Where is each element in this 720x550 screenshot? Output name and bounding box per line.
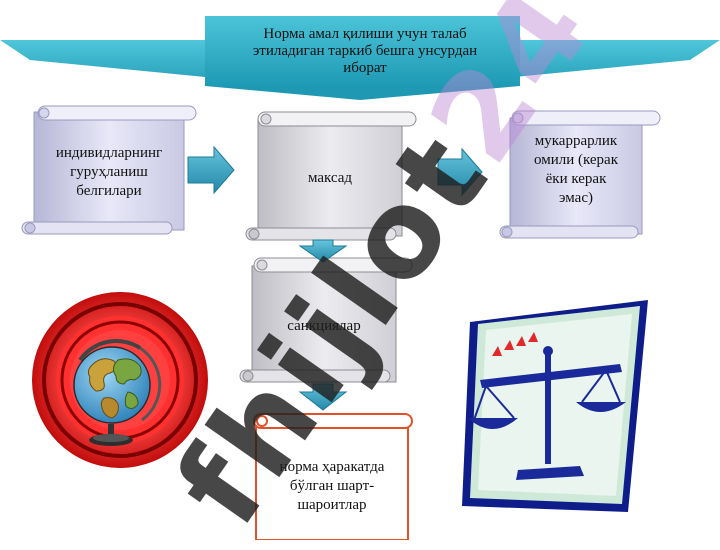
arrow-right-2 — [437, 147, 483, 197]
node-obligation-line-4: эмас) — [558, 190, 593, 206]
node-goal-text: максад — [258, 128, 402, 228]
node-sanctions-text: санкциялар — [252, 314, 396, 338]
arrow-right-1 — [187, 145, 235, 195]
node-group-features-text: индивидларнинг гуруҳланиш белгилари — [36, 122, 182, 222]
node-obligation-line-3: ёки керак — [545, 171, 607, 187]
node-goal-line-1: максад — [307, 169, 353, 186]
header-line-1: Норма амал қилиши учун талаб — [263, 26, 467, 42]
node-conditions-line-1: норма ҳаракатда — [279, 458, 385, 475]
arrow-down-1 — [298, 239, 348, 263]
scroll-group-features — [21, 105, 197, 235]
node-obligation-line-2: омили (керак — [533, 152, 618, 168]
scroll-conditions — [253, 413, 413, 540]
node-group-features-line-2: гуруҳланиш — [70, 163, 148, 180]
node-group-features-line-3: белгилари — [76, 182, 142, 199]
header-text: Норма амал қилиши учун талаб этиладиган … — [220, 26, 510, 77]
scroll-obligation — [499, 110, 661, 239]
node-sanctions-line-1: санкциялар — [287, 317, 361, 334]
node-obligation-text: мукаррарлик омили (керак ёки керак эмас) — [508, 122, 644, 218]
node-obligation-line-1: мукаррарлик — [534, 133, 618, 149]
scroll-goal — [245, 111, 417, 241]
arrow-down-2 — [298, 383, 348, 411]
header-banner — [0, 16, 720, 100]
header-line-3: иборат — [343, 60, 387, 76]
node-group-features-line-1: индивидларнинг — [55, 144, 163, 161]
node-conditions-line-2: бўлган шарт- — [289, 477, 375, 494]
globe-icon — [32, 292, 208, 468]
node-conditions-text: норма ҳаракатда бўлган шарт- шароитлар — [256, 444, 408, 528]
scroll-sanctions — [239, 257, 413, 383]
header-line-2: этиладиган таркиб бешга унсурдан — [252, 43, 478, 59]
node-conditions-line-3: шароитлар — [297, 496, 367, 513]
scales-icon — [462, 300, 648, 512]
